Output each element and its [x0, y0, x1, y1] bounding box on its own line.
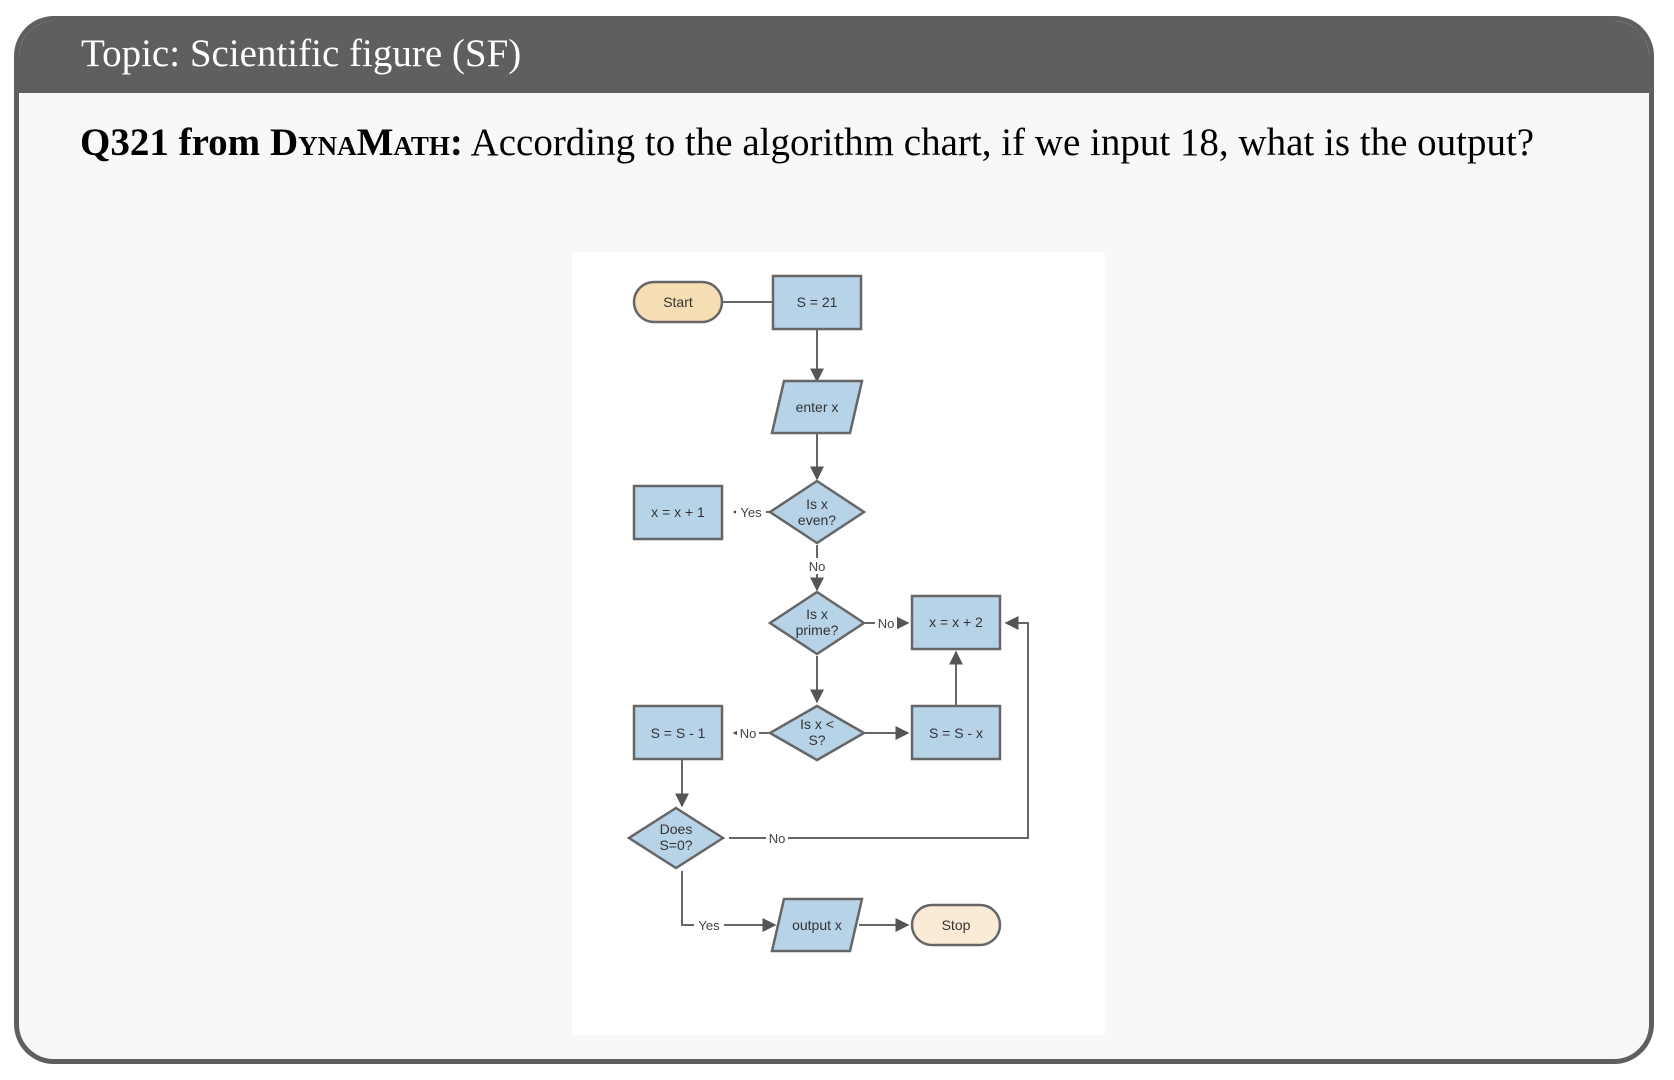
question-text-block: Q321 from DynaMath: According to the alg…	[80, 121, 1535, 164]
node-even-q	[767, 479, 867, 545]
question-id: Q321	[80, 121, 169, 164]
node-prime-q	[767, 590, 867, 656]
flowchart-node-texts: Start S = 21 enter x Is x even? x = x + …	[651, 294, 983, 933]
node-stop	[910, 903, 1002, 947]
node-output-label: output x	[792, 917, 842, 933]
node-lt-q-line1: Is x <	[800, 716, 834, 732]
node-zero-q	[626, 806, 726, 870]
node-s-minus-x	[910, 704, 1002, 761]
node-s-minus-1	[632, 704, 724, 761]
question-card: Topic: Scientific figure (SF) Q321 from …	[14, 16, 1654, 1064]
topic-title: Topic: Scientific figure (SF)	[81, 32, 522, 75]
flowchart-svg: Yes No No No No Yes	[626, 274, 1029, 953]
edge-label-prime-no: No	[878, 616, 895, 631]
node-init	[771, 274, 863, 331]
node-stop-label: Stop	[942, 917, 971, 933]
edge-label-even-yes: Yes	[740, 505, 762, 520]
flowchart-figure: Yes No No No No Yes	[572, 252, 1105, 1035]
node-s-minus-x-label: S = S - x	[929, 725, 983, 741]
node-prime-q-line1: Is x	[806, 606, 828, 622]
node-even-q-line2: even?	[798, 512, 836, 528]
question-from: from	[178, 121, 261, 164]
question-source: DynaMath	[269, 121, 450, 164]
node-prime-q-line2: prime?	[796, 622, 839, 638]
node-input-label: enter x	[796, 399, 839, 415]
node-start	[632, 280, 724, 324]
edge-label-lt-no: No	[740, 726, 757, 741]
edge-label-even-no: No	[809, 559, 826, 574]
node-x-plus-1-label: x = x + 1	[651, 504, 705, 520]
edge-zero-yes	[681, 871, 777, 932]
node-lt-q-line2: S?	[808, 732, 825, 748]
node-zero-q-line2: S=0?	[659, 837, 692, 853]
node-zero-q-line1: Does	[660, 821, 693, 837]
question-body: According to the algorithm chart, if we …	[470, 121, 1535, 164]
node-output	[770, 897, 864, 953]
edge-label-zero-no: No	[769, 831, 786, 846]
flowchart-edges	[675, 295, 1029, 932]
card-header: Topic: Scientific figure (SF)	[19, 21, 1649, 93]
node-start-label: Start	[663, 294, 693, 310]
edge-label-zero-yes: Yes	[698, 918, 720, 933]
node-x-plus-1	[632, 484, 724, 541]
edge-zero-no	[729, 616, 1029, 839]
flowchart-nodes	[626, 274, 1002, 953]
node-init-label: S = 21	[797, 294, 838, 310]
edge-labels: Yes No No No No Yes	[694, 504, 897, 933]
node-x-plus-2	[910, 594, 1002, 651]
node-lt-q	[767, 704, 867, 762]
node-input	[770, 379, 864, 435]
node-even-q-line1: Is x	[806, 496, 828, 512]
node-s-minus-1-label: S = S - 1	[651, 725, 706, 741]
node-x-plus-2-label: x = x + 2	[929, 614, 983, 630]
